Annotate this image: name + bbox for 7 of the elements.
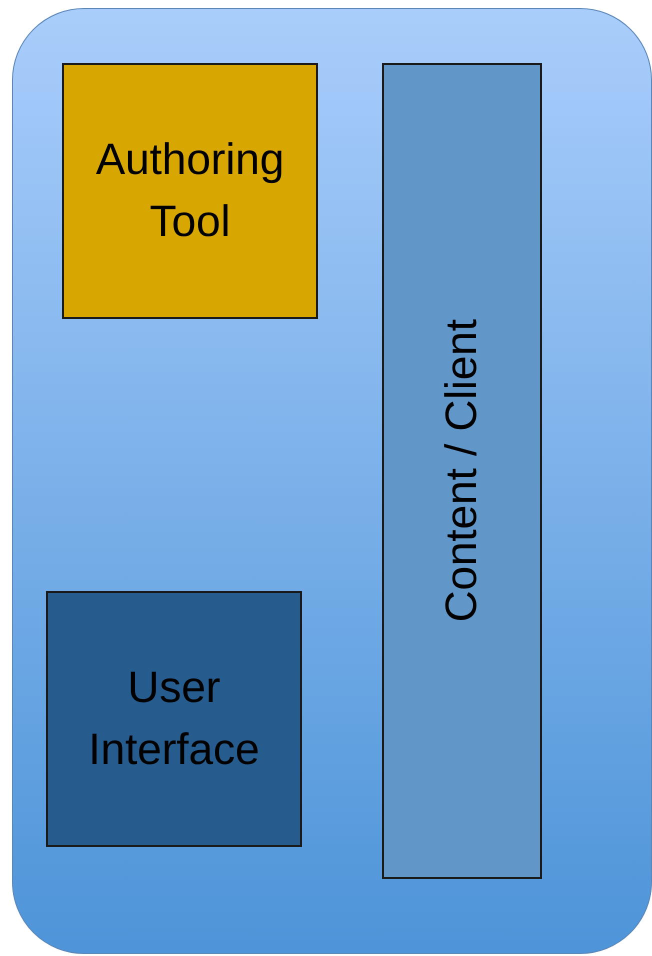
component-box	[46, 591, 302, 847]
box-label: Content / Client	[436, 319, 488, 623]
box-label: User Interface	[87, 662, 261, 776]
box-label: Authoring Tool	[94, 134, 286, 248]
component-box	[62, 63, 318, 319]
rounded-panel	[12, 8, 652, 954]
component-bar	[382, 63, 542, 879]
